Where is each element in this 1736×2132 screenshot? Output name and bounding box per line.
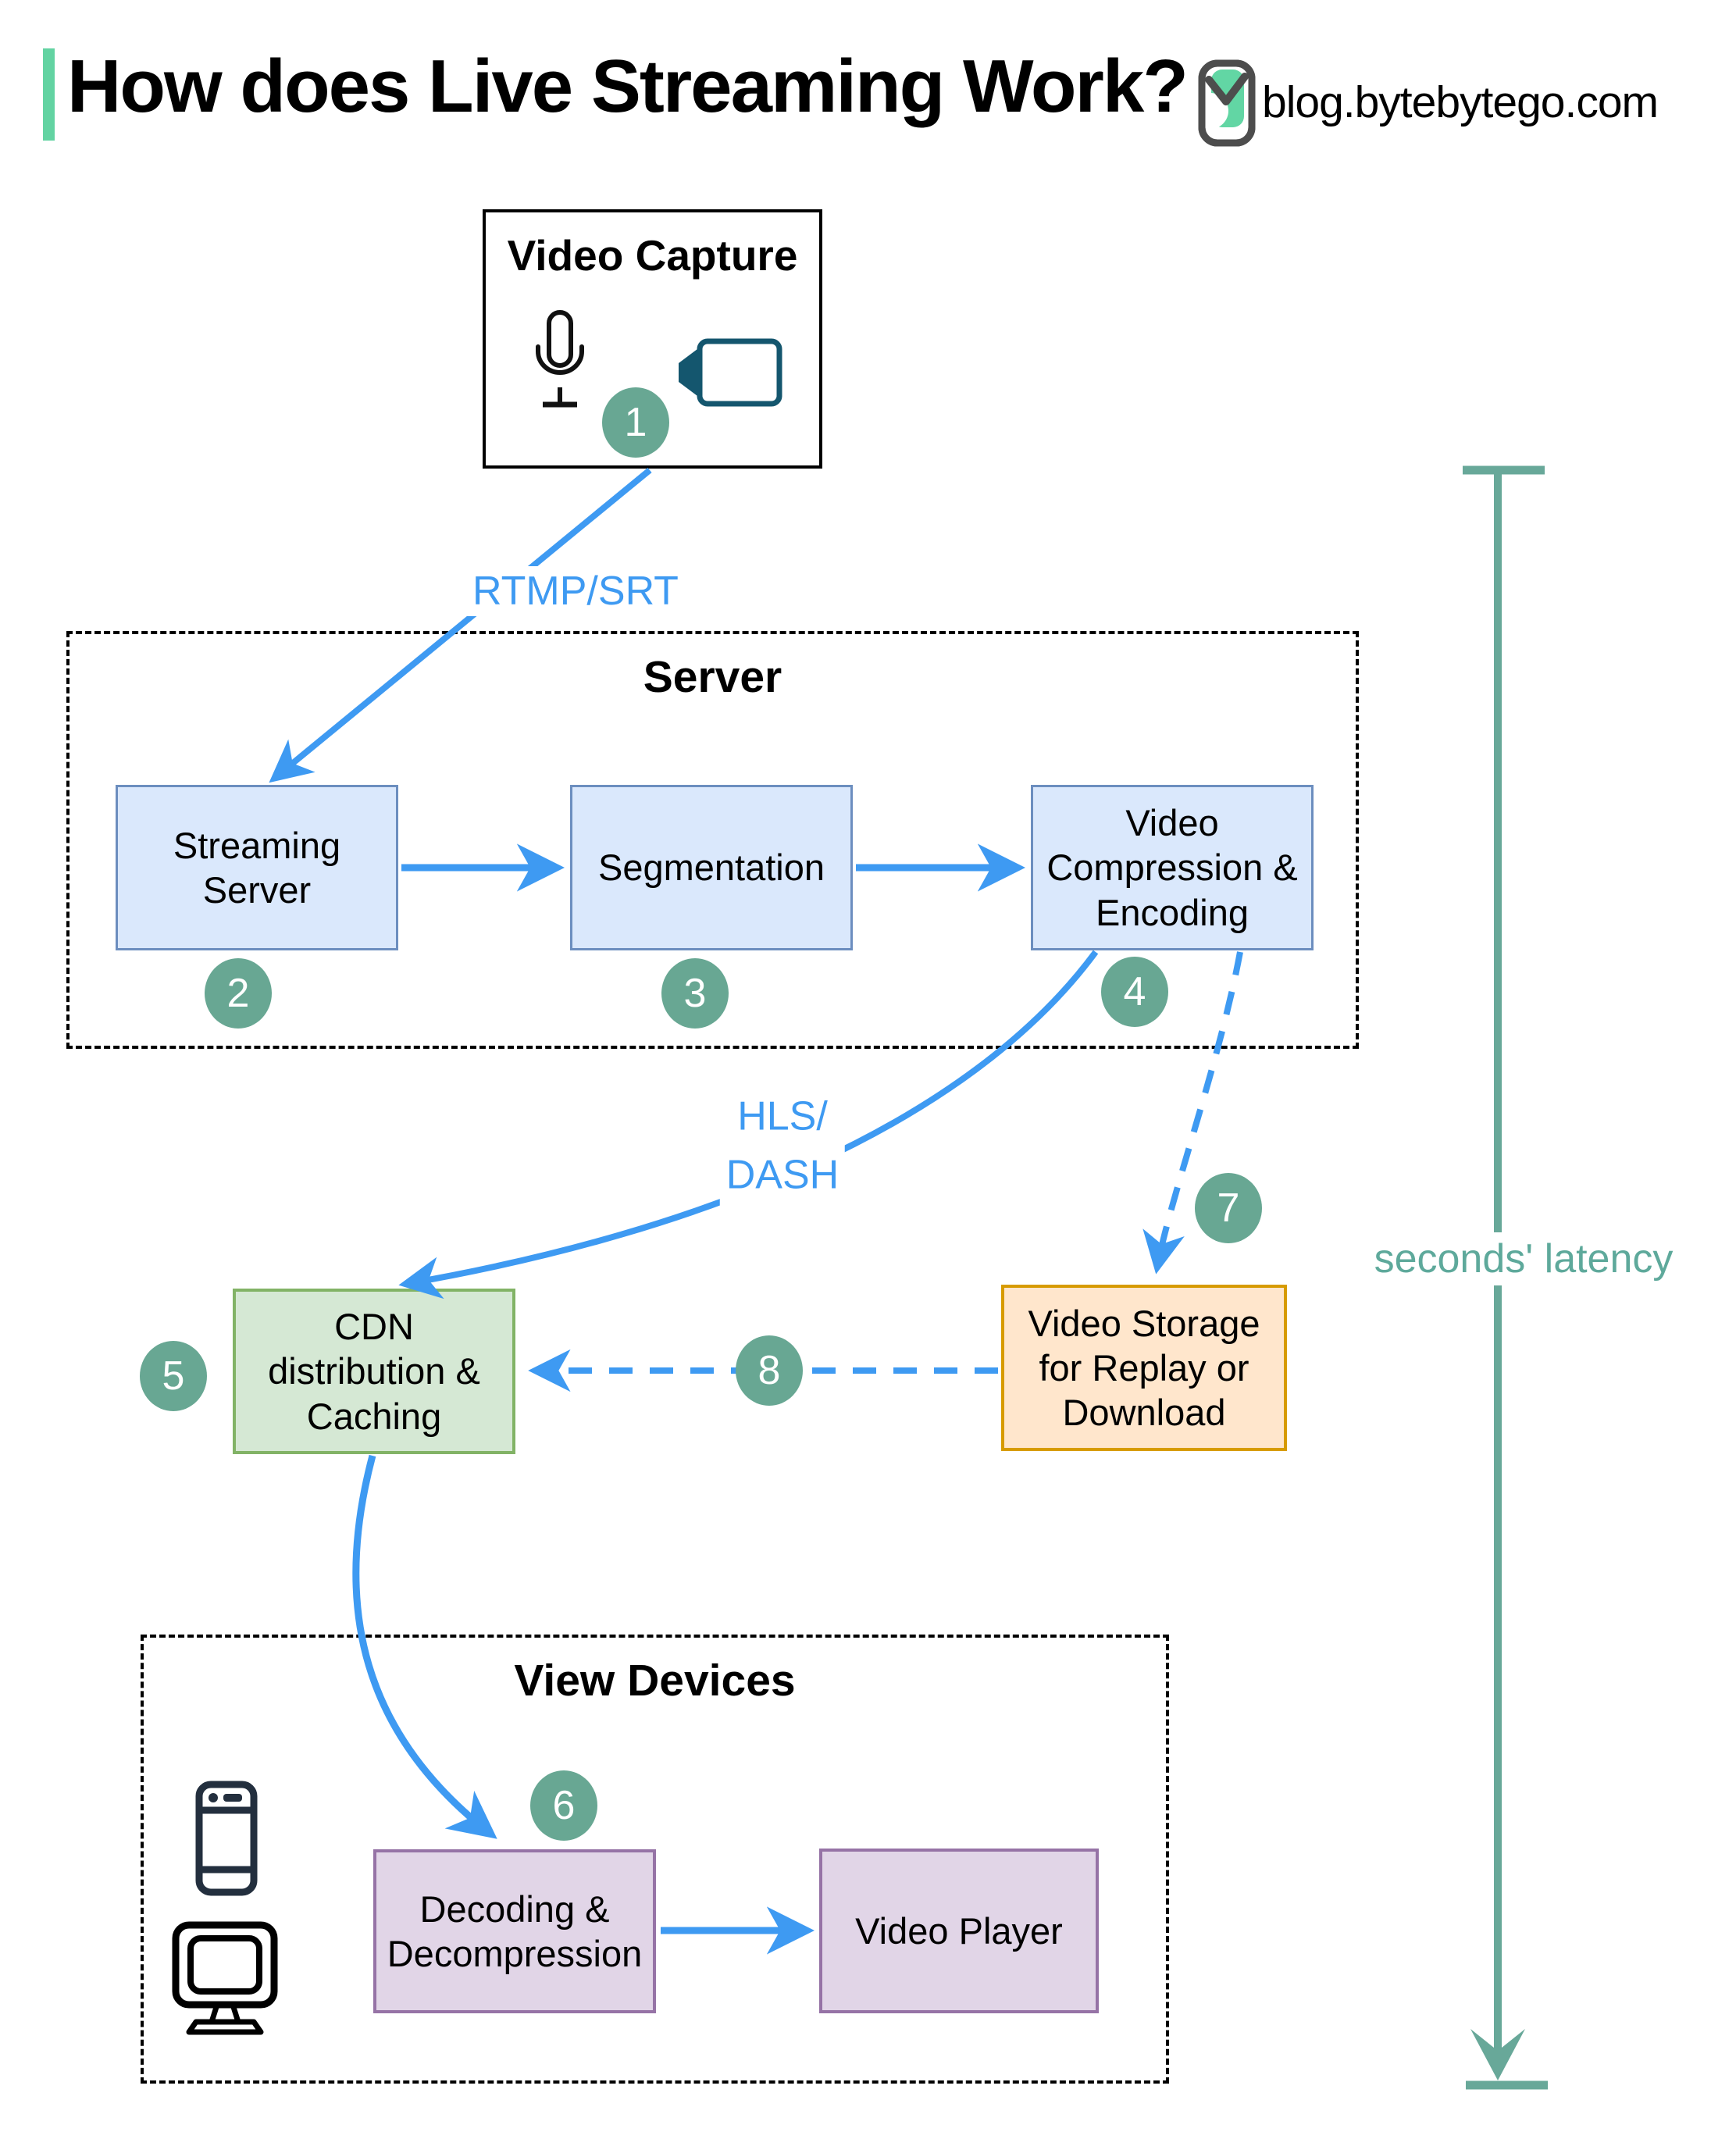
- step-badge-6: 6: [530, 1770, 597, 1841]
- video-player-label: Video Player: [855, 1909, 1063, 1952]
- video-capture-label: Video Capture: [507, 231, 798, 280]
- hls-dash-label: HLS/ DASH: [719, 1086, 846, 1207]
- step-badge-8: 8: [736, 1335, 803, 1406]
- view-devices-group-title: View Devices: [514, 1656, 796, 1706]
- step-badge-1: 1: [602, 387, 669, 458]
- site-url-text: blog.bytebytego.com: [1262, 77, 1659, 127]
- title-accent-bar: [43, 48, 55, 141]
- streaming-server-node: Streaming Server: [116, 785, 398, 950]
- hls-label-line2: DASH: [725, 1153, 839, 1198]
- video-player-node: Video Player: [819, 1849, 1099, 2013]
- view-devices-group-container: View Devices: [141, 1635, 1169, 2084]
- cdn-distribution-node: CDN distribution & Caching: [233, 1289, 515, 1454]
- segmentation-node: Segmentation: [570, 785, 853, 950]
- step-badge-5: 5: [140, 1341, 207, 1411]
- step-badge-4: 4: [1101, 957, 1168, 1027]
- hls-label-line1: HLS/: [737, 1093, 828, 1139]
- step-badge-3: 3: [661, 958, 729, 1029]
- decoding-node: Decoding & Decompression: [373, 1849, 656, 2013]
- video-storage-label: Video Storage for Replay or Download: [1028, 1302, 1260, 1434]
- video-compression-node: Video Compression & Encoding: [1031, 785, 1314, 950]
- page-title: How does Live Streaming Work?: [67, 45, 1189, 128]
- video-storage-node: Video Storage for Replay or Download: [1001, 1285, 1287, 1451]
- rtmp-srt-label: RTMP/SRT: [466, 566, 685, 616]
- cdn-distribution-label: CDN distribution & Caching: [268, 1306, 480, 1437]
- video-compression-label: Video Compression & Encoding: [1046, 802, 1298, 933]
- server-group-title: Server: [643, 652, 782, 702]
- latency-label: seconds' latency: [1364, 1232, 1683, 1285]
- step-badge-7: 7: [1195, 1173, 1262, 1243]
- segmentation-label: Segmentation: [597, 847, 825, 889]
- step-badge-2: 2: [205, 958, 272, 1029]
- decoding-label: Decoding & Decompression: [387, 1888, 643, 1974]
- bytebytego-logo-icon: [1198, 59, 1256, 147]
- streaming-server-label: Streaming Server: [173, 824, 341, 911]
